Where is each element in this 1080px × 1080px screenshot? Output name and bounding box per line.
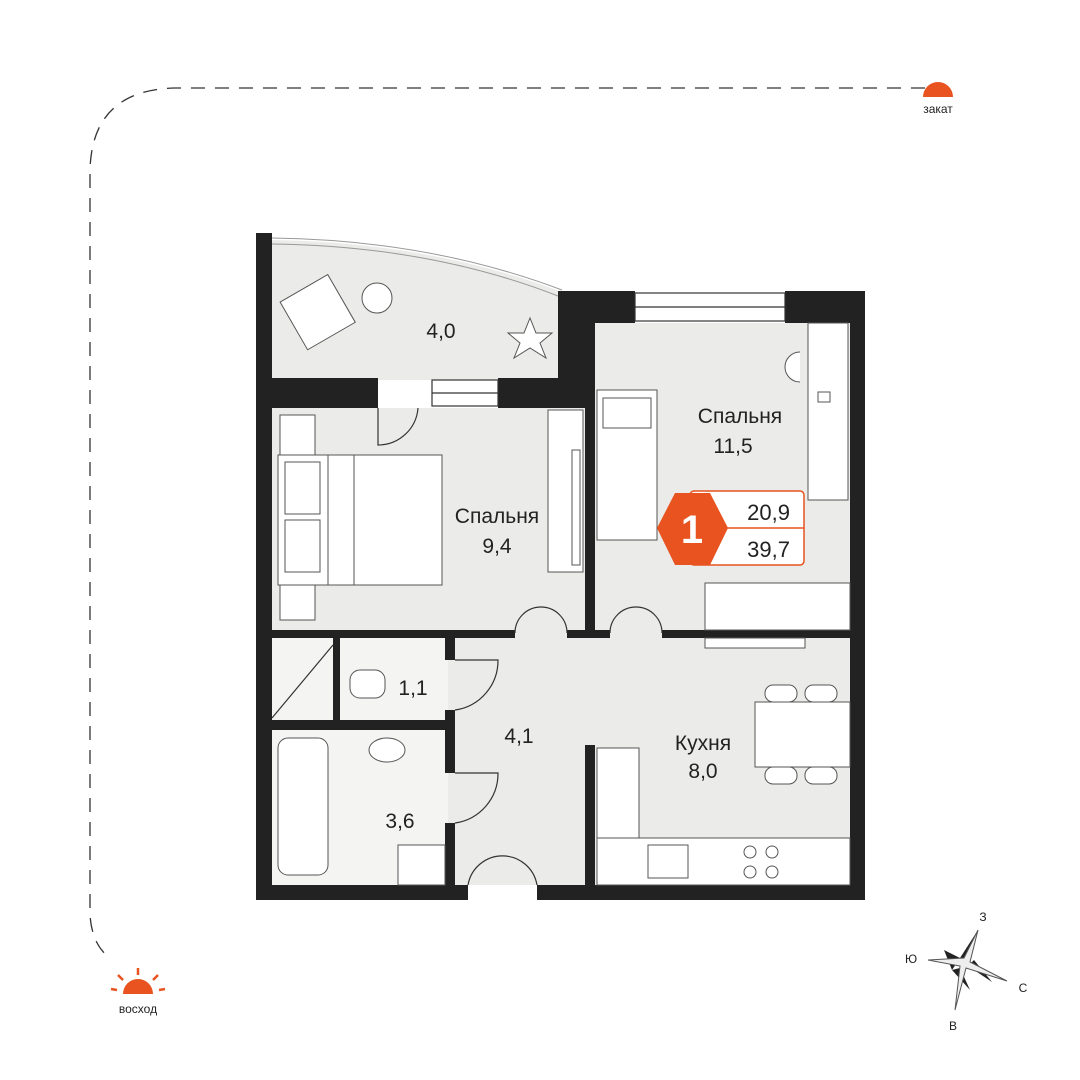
sunrise-label: восход xyxy=(119,1002,157,1016)
compass-west: Ю xyxy=(905,952,917,966)
hall-area: 4,1 xyxy=(504,725,533,748)
bedroom-small-name: Спальня xyxy=(698,405,782,428)
kitchen-area: 8,0 xyxy=(688,760,717,783)
compass-east: С xyxy=(1019,981,1028,995)
doors xyxy=(271,407,663,886)
sun-path-dashed xyxy=(89,87,925,959)
sunset-icon xyxy=(923,82,953,97)
windows xyxy=(431,292,786,407)
compass-rose-icon xyxy=(927,929,1008,1011)
toilet-area: 1,1 xyxy=(398,677,427,700)
living-area: 20,9 xyxy=(747,500,790,525)
walls xyxy=(256,233,865,900)
bedroom-large-name: Спальня xyxy=(455,505,539,528)
total-area: 39,7 xyxy=(747,537,790,562)
bedroom-large-area: 9,4 xyxy=(482,535,512,558)
sunset-label: закат xyxy=(923,102,953,116)
compass-north: З xyxy=(979,910,986,924)
sunrise-icon xyxy=(110,968,166,994)
bathroom-area: 3,6 xyxy=(385,810,414,833)
compass-south: В xyxy=(949,1019,957,1033)
rooms-count: 1 xyxy=(681,508,703,552)
furniture xyxy=(277,273,851,886)
bedroom-small-area: 11,5 xyxy=(713,435,752,458)
kitchen-name: Кухня xyxy=(675,732,731,755)
area-summary-badge: 1 20,9 39,7 xyxy=(657,490,805,566)
balcony-area: 4,0 xyxy=(426,320,455,343)
